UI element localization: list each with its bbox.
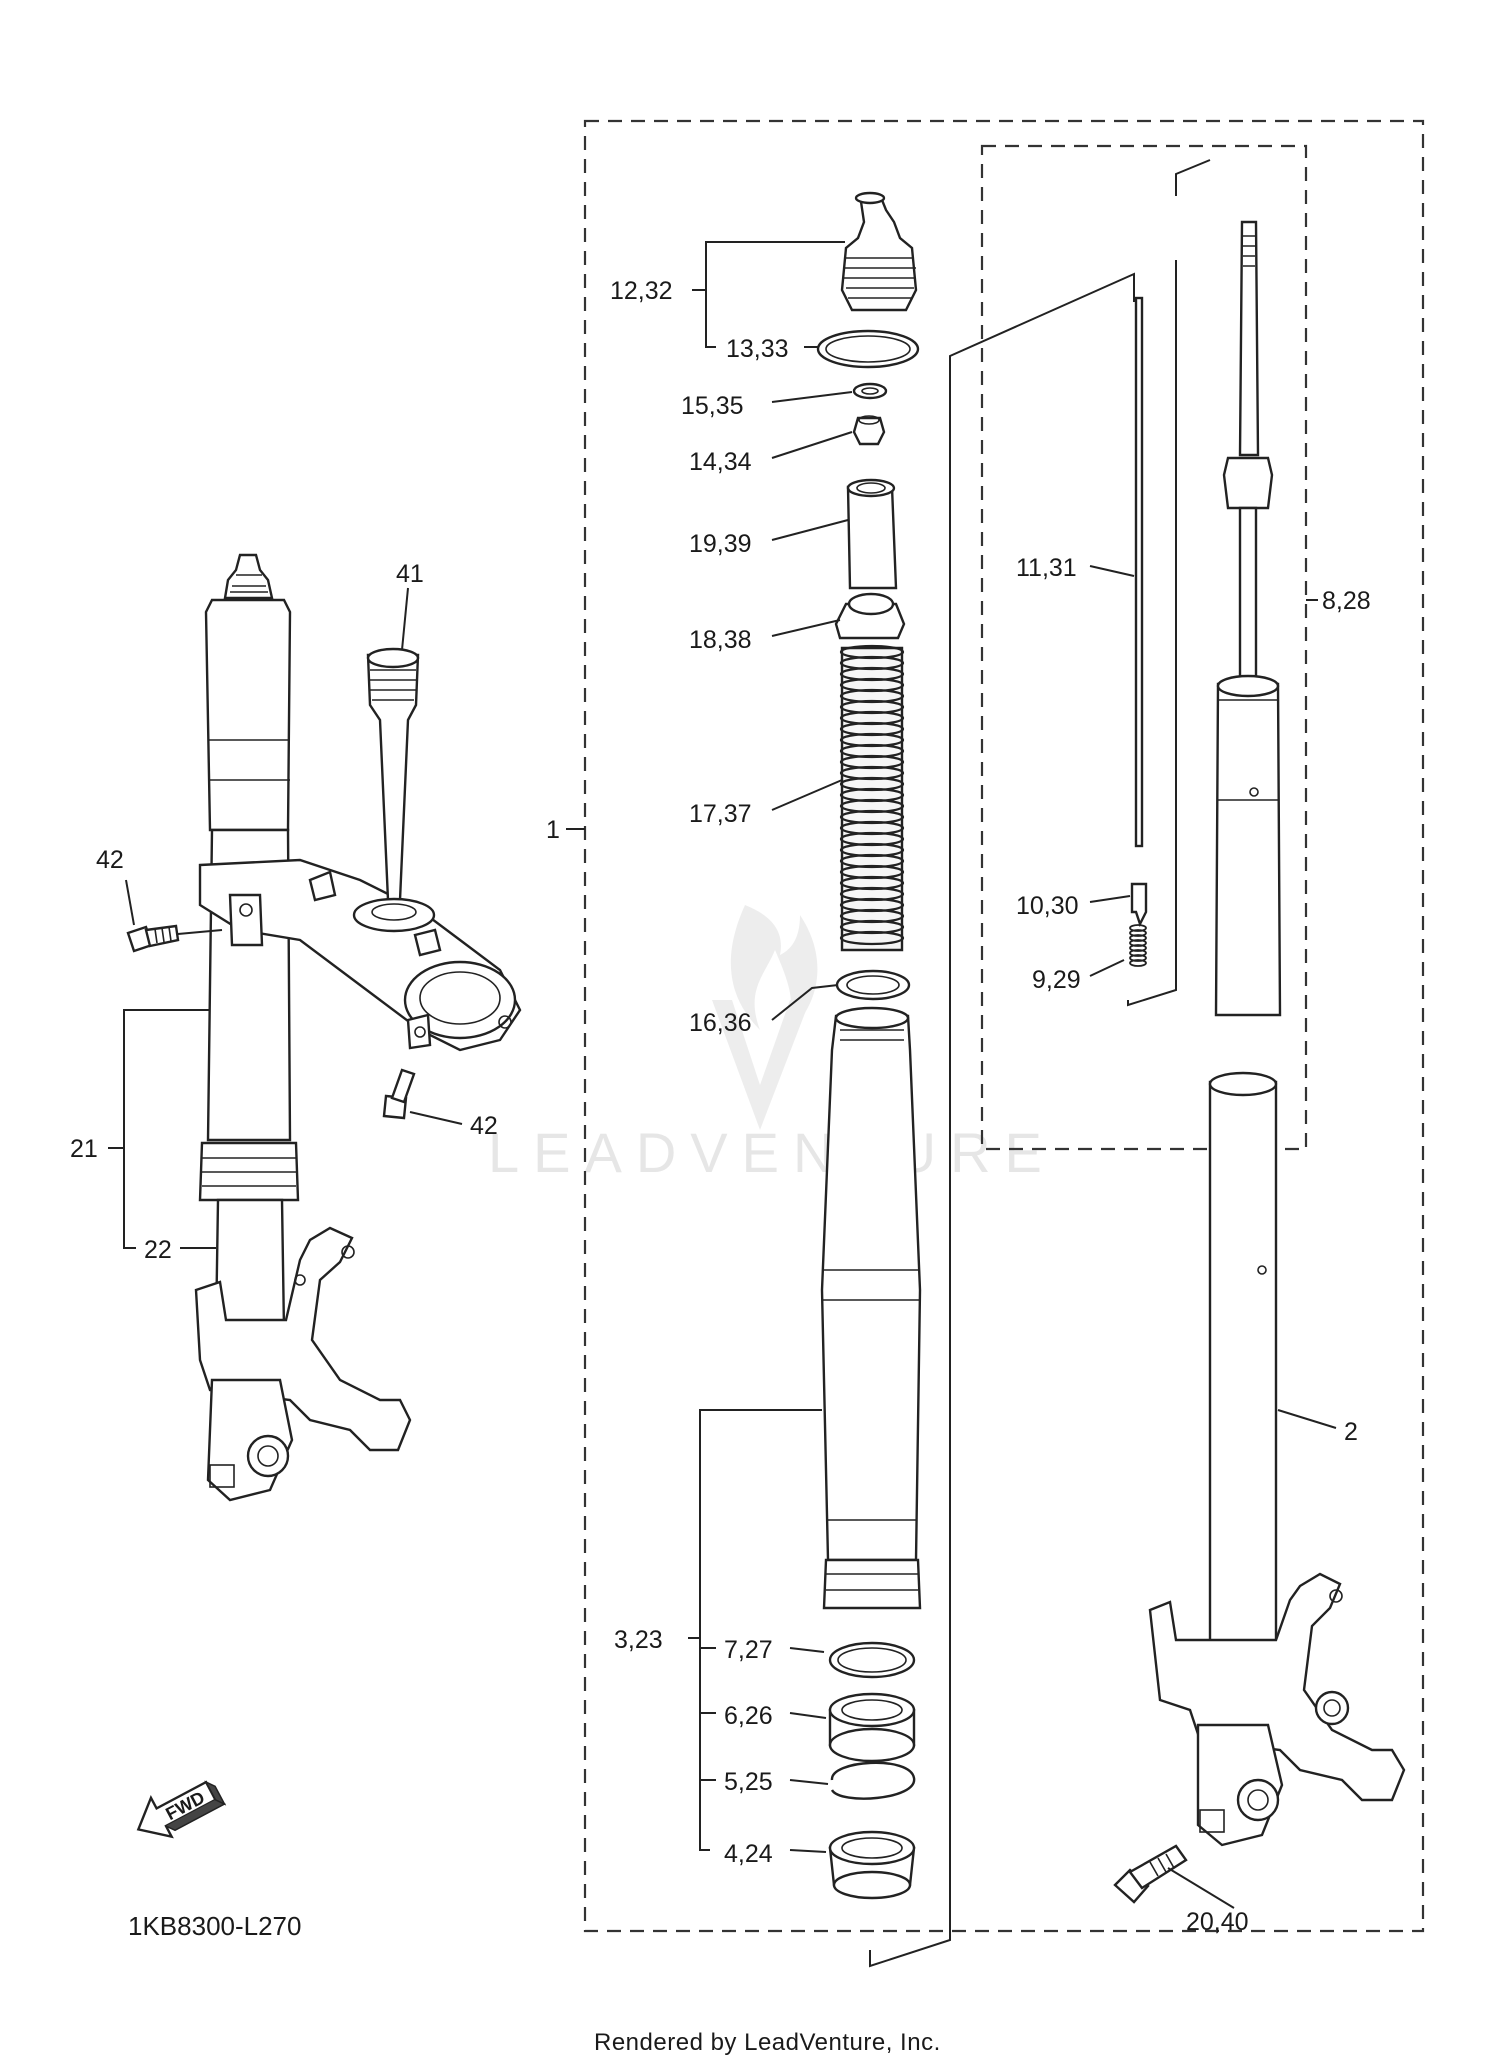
label-2: 2 xyxy=(1344,1418,1358,1446)
spring-coil xyxy=(1129,929,1147,937)
spring-coil xyxy=(1129,934,1147,942)
leader-lines xyxy=(108,159,1337,1968)
center-exploded-parts xyxy=(816,191,922,1900)
label-42-lower: 42 xyxy=(470,1112,498,1140)
spring-coil xyxy=(1129,954,1147,962)
label-42-upper: 42 xyxy=(96,846,124,874)
label-7-27: 7,27 xyxy=(724,1636,773,1664)
watermark-text: LEADVENTURE xyxy=(488,1121,1056,1184)
label-8-28: 8,28 xyxy=(1322,587,1371,615)
label-15-35: 15,35 xyxy=(681,392,744,420)
label-22: 22 xyxy=(144,1236,172,1264)
diagram-code: 1KB8300-L270 xyxy=(128,1911,301,1941)
label-6-26: 6,26 xyxy=(724,1702,773,1730)
assembly-8-box xyxy=(980,144,1308,1151)
label-9-29: 9,29 xyxy=(1032,966,1081,994)
fork-spring xyxy=(839,644,905,952)
assembled-fork-left xyxy=(126,553,522,1502)
label-13-33: 13,33 xyxy=(726,335,789,363)
rendered-by-credit: Rendered by LeadVenture, Inc. xyxy=(594,2029,941,2056)
spring-coil xyxy=(1129,939,1147,947)
label-21: 21 xyxy=(70,1135,98,1163)
spring-coil xyxy=(839,930,905,946)
label-12-32: 12,32 xyxy=(610,277,673,305)
label-4-24: 4,24 xyxy=(724,1840,773,1868)
fwd-arrow-icon: FWD xyxy=(136,1780,227,1839)
label-19-39: 19,39 xyxy=(689,530,752,558)
right-cartridge-parts xyxy=(1113,220,1406,1904)
label-20-40: 20,40 xyxy=(1186,1908,1249,1936)
label-41: 41 xyxy=(396,560,424,588)
label-10-30: 10,30 xyxy=(1016,892,1079,920)
leadventure-watermark: LEADVENTURE xyxy=(488,905,1056,1184)
part-labels: 12,32 13,33 15,35 14,34 19,39 18,38 17,3… xyxy=(70,277,1371,1936)
label-1: 1 xyxy=(546,816,560,844)
spring-coil xyxy=(1129,924,1147,932)
label-11-31: 11,31 xyxy=(1016,554,1077,582)
label-3-23: 3,23 xyxy=(614,1626,663,1654)
spring-coil xyxy=(1129,959,1147,967)
label-17-37: 17,37 xyxy=(689,800,752,828)
label-14-34: 14,34 xyxy=(689,448,752,476)
assembly-1-box xyxy=(583,119,1425,1933)
label-18-38: 18,38 xyxy=(689,626,752,654)
label-5-25: 5,25 xyxy=(724,1768,773,1796)
spring-coil xyxy=(1129,949,1147,957)
small-spring xyxy=(1129,924,1147,967)
label-16-36: 16,36 xyxy=(689,1009,752,1037)
spring-coil xyxy=(1129,944,1147,952)
